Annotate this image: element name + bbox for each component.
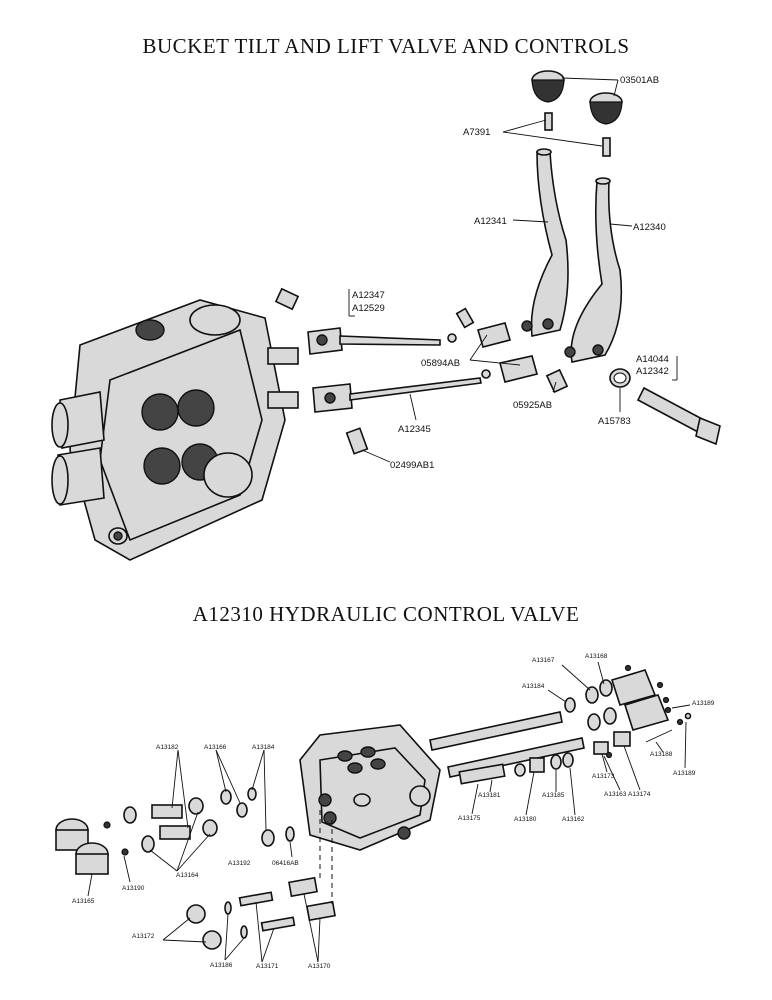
sleeve-a13170-lower — [306, 900, 336, 922]
plug-small — [397, 826, 411, 840]
label-a13163: A13163 — [604, 791, 627, 798]
sleeve-a13170-upper — [288, 876, 318, 898]
cap-a13180 — [529, 757, 545, 773]
label-a13180: A13180 — [514, 816, 537, 823]
clevis-lower — [499, 355, 538, 383]
spool-upper — [429, 711, 563, 751]
label-a13168-top: A13168 — [585, 653, 608, 660]
label-02499ab1: 02499AB1 — [390, 460, 434, 471]
tilt-lift-valve-body — [51, 299, 299, 561]
hydraulic-control-valve-body — [299, 724, 441, 851]
diagram-title-bottom: A12310 HYDRAULIC CONTROL VALVE — [192, 602, 580, 626]
label-a14044: A14044 — [636, 354, 669, 365]
label-a13172: A13172 — [132, 933, 155, 940]
label-a13190: A13190 — [122, 885, 145, 892]
label-a13162: A13162 — [562, 816, 585, 823]
spring-a13171-upper — [238, 891, 274, 907]
cover-plate-upper — [610, 669, 657, 706]
label-a13186: A13186 — [210, 962, 233, 969]
pin-a7391-right — [602, 137, 611, 157]
cover-plate-lower — [623, 694, 670, 731]
label-a12529: A12529 — [352, 303, 385, 314]
part-a13174 — [613, 731, 631, 747]
label-a13185: A13185 — [542, 792, 565, 799]
label-a13165: A13165 — [72, 898, 95, 905]
pin-05925ab — [545, 368, 569, 394]
label-a13182: A13182 — [156, 744, 179, 751]
pin-upper — [274, 287, 300, 311]
label-06416ab: 06416AB — [272, 860, 299, 867]
label-a7391: A7391 — [463, 127, 490, 138]
part-a13172-lower — [202, 930, 222, 950]
label-05894ab: 05894AB — [421, 358, 460, 369]
part-a13172-upper — [186, 904, 206, 924]
label-05925ab: 05925AB — [513, 400, 552, 411]
spring-a13182-upper — [151, 804, 183, 819]
lever-a12340 — [570, 180, 623, 363]
spring-a13182-lower — [159, 825, 191, 840]
label-a13189-top: A13189 — [692, 700, 715, 707]
pin-small-a — [455, 307, 475, 329]
label-a12340: A12340 — [633, 222, 666, 233]
lever-a12341 — [530, 151, 569, 337]
label-a13181: A13181 — [478, 792, 501, 799]
rod-a13188 — [645, 729, 673, 743]
label-a13166: A13166 — [204, 744, 227, 751]
label-a13184-right: A13184 — [522, 683, 545, 690]
label-a13188: A13188 — [650, 751, 673, 758]
label-a13173: A13173 — [592, 773, 615, 780]
label-a13184-left: A13184 — [252, 744, 275, 751]
label-a12341: A12341 — [474, 216, 507, 227]
pin-02499ab1 — [345, 427, 369, 455]
label-a15783: A15783 — [598, 416, 631, 427]
label-a13192: A13192 — [228, 860, 251, 867]
label-a13175: A13175 — [458, 815, 481, 822]
spring-a13175 — [458, 763, 506, 785]
label-03501ab: 03501AB — [620, 75, 659, 86]
label-a13189-bot: A13189 — [673, 770, 696, 777]
part-a13173 — [593, 741, 609, 755]
plug-a13165-lower — [75, 842, 109, 875]
label-a13170: A13170 — [308, 963, 331, 970]
spring-a13171-lower — [260, 916, 296, 932]
part-a13192 — [261, 829, 275, 847]
bolt-a14044 — [636, 386, 706, 434]
pin-a7391-left — [544, 112, 553, 131]
label-a13174: A13174 — [628, 791, 651, 798]
label-a12347: A12347 — [352, 290, 385, 301]
diagram-title-top: BUCKET TILT AND LIFT VALVE AND CONTROLS — [142, 34, 630, 58]
label-a12345: A12345 — [398, 424, 431, 435]
knob-right — [589, 92, 623, 125]
label-a13164: A13164 — [176, 872, 199, 879]
knob-left — [531, 70, 565, 103]
label-a13167: A13167 — [532, 657, 555, 664]
plug-a13165-upper — [55, 818, 89, 851]
label-a12342: A12342 — [636, 366, 669, 377]
clevis-upper — [476, 322, 512, 348]
label-a13171: A13171 — [256, 963, 279, 970]
